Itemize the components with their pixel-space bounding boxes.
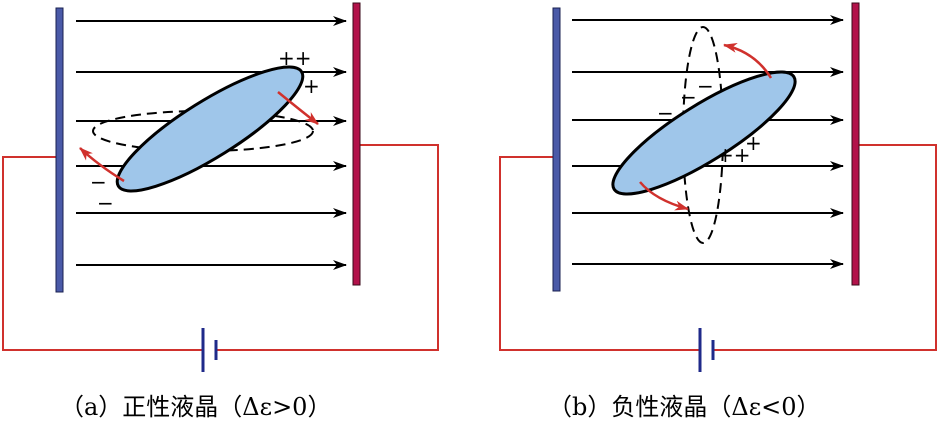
field-lines-b — [572, 15, 844, 269]
charge-minus-a: − — [97, 191, 114, 215]
right-plate-b — [851, 2, 860, 286]
caption-negative-lc: （b）负性液晶（Δε<0） — [548, 393, 821, 421]
charge-plus-b: + — [745, 131, 762, 155]
panel-a: ++ + − − — [2, 2, 439, 372]
left-plate-b — [552, 7, 561, 292]
charge-minus-b: − — [657, 101, 674, 125]
rotation-arrow-b-top — [723, 42, 773, 79]
rotation-arrow-b-bottom — [639, 181, 689, 211]
charge-minus-b: − — [697, 74, 714, 98]
panel-b: − − − ++ + — [499, 2, 937, 372]
circuit-wire-a — [2, 144, 439, 351]
rotation-arrow-a-right — [277, 91, 319, 125]
molecule-a — [115, 65, 305, 193]
molecule-b — [611, 70, 797, 196]
right-plate-a — [352, 2, 361, 286]
battery-b — [698, 328, 715, 372]
caption-positive-lc: （a）正性液晶（Δε>0） — [60, 393, 332, 421]
charge-plus-a: ++ — [278, 46, 312, 70]
rotation-arrow-a-left — [79, 147, 125, 183]
charge-plus-b: ++ — [717, 143, 751, 167]
battery-a — [201, 328, 218, 372]
left-plate-a — [55, 7, 64, 293]
charge-plus-a: + — [303, 74, 320, 98]
charge-minus-b: − — [680, 85, 697, 109]
circuit-wire-b — [499, 144, 937, 351]
charge-minus-a: − — [90, 170, 107, 194]
